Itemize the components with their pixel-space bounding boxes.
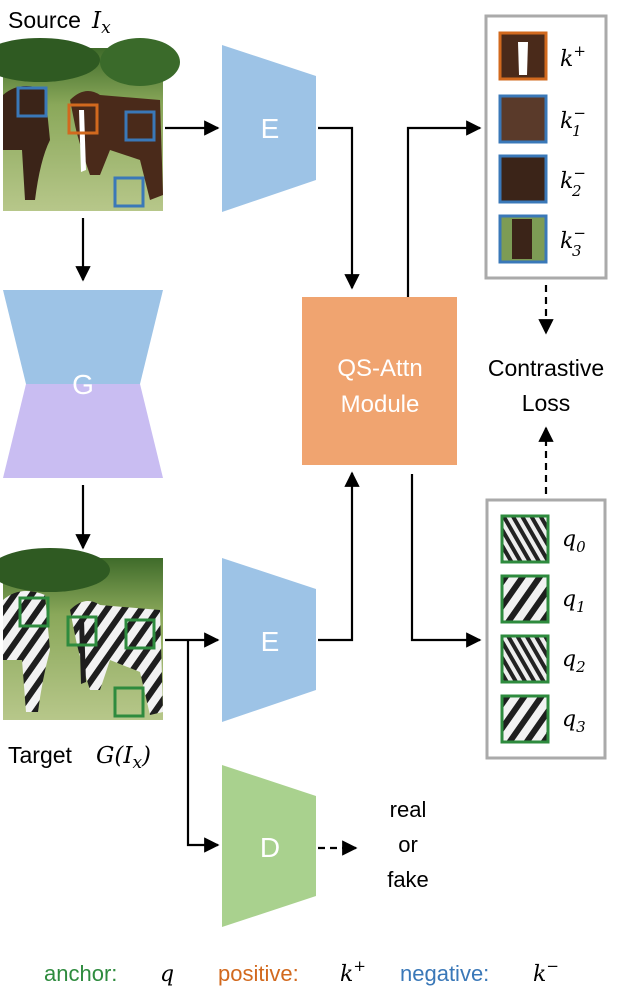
qs-attn-line2: Module [341, 391, 420, 418]
legend: anchor: q positive: k+ negative: k− [44, 957, 559, 987]
qs-attn-line1: QS-Attn [337, 355, 422, 382]
generator-label: G [72, 369, 94, 400]
target-anchor-patch-0 [18, 596, 50, 628]
key-patch-negative-3 [498, 214, 548, 264]
query-label-3: q3 [562, 707, 586, 736]
key-patch-negative-1 [498, 94, 548, 144]
legend-anchor-symbol: q [160, 962, 174, 987]
discriminator-label: D [260, 832, 280, 863]
discriminator [222, 765, 316, 927]
encoder-bottom-label: E [261, 626, 280, 657]
contrastive-loss-line2: Loss [522, 390, 571, 416]
generator-decoder-half [3, 384, 163, 478]
key-patch-negative-2 [498, 154, 548, 204]
query-patch-2 [500, 634, 550, 684]
target-label: Target [8, 742, 73, 768]
legend-negative-label: negative: [400, 961, 489, 986]
legend-anchor-label: anchor: [44, 961, 117, 986]
source-negative-patch-2 [124, 110, 156, 142]
target-symbol: G(Ix) [96, 743, 151, 773]
source-symbol: Ix [91, 8, 111, 38]
target-anchor-patch-2 [124, 618, 156, 650]
query-patch-1 [500, 574, 550, 624]
disc-output-line3: fake [387, 867, 429, 892]
encoder-top-label: E [261, 113, 280, 144]
legend-positive-label: positive: [218, 961, 299, 986]
query-patch-3 [500, 694, 550, 744]
encoder-bottom [222, 558, 316, 722]
arrow-target-to-d [186, 640, 220, 853]
source-negative-patch-3 [113, 176, 145, 208]
generator-encoder-half [3, 290, 163, 384]
key-patch-positive [498, 31, 548, 81]
query-label-0: q0 [562, 527, 586, 556]
key-label-negative-1: k−1 [560, 104, 586, 140]
source-label: Source [8, 7, 81, 33]
legend-positive-symbol: k+ [340, 957, 366, 987]
target-image [0, 548, 163, 720]
query-label-1: q1 [562, 587, 586, 616]
source-positive-patch [67, 103, 99, 135]
query-patch-0 [500, 514, 550, 564]
disc-output-line1: real [390, 797, 427, 822]
target-anchor-patch-3 [113, 686, 145, 718]
disc-output-line2: or [398, 832, 418, 857]
encoder-top [222, 45, 316, 212]
arrow-attn-to-keys [406, 120, 482, 297]
qs-attn-module [302, 297, 457, 465]
arrow-attn-to-queries [410, 474, 482, 648]
arrow-e-to-attn [318, 126, 360, 290]
dashed-arrows [318, 285, 554, 856]
key-label-negative-3: k−3 [560, 224, 586, 260]
source-image [0, 38, 180, 211]
legend-negative-symbol: k− [533, 957, 559, 987]
target-anchor-patch-1 [66, 615, 98, 647]
arrow-e-to-attn-bottom [318, 471, 360, 642]
contrastive-loss-line1: Contrastive [488, 355, 604, 381]
key-label-negative-2: k−2 [560, 164, 586, 200]
flow-arrows [75, 120, 482, 853]
source-negative-patch-1 [16, 86, 48, 118]
key-label-positive: k+ [560, 42, 586, 72]
query-label-2: q2 [562, 647, 586, 676]
